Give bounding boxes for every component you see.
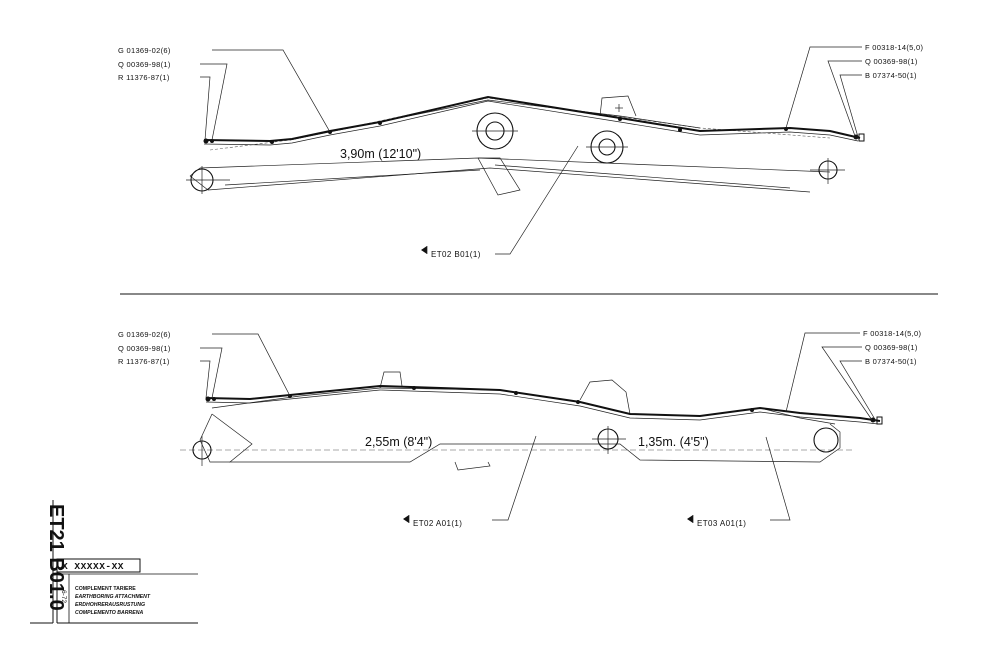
reference-arrow-icon — [687, 515, 693, 523]
top-callout-right-3: B 07374-50(1) — [865, 71, 917, 80]
bottom-callout-right-2: Q 00369-98(1) — [865, 343, 918, 352]
top-callout-right-1: F 00318-14(5,0) — [865, 43, 923, 52]
bottom-boom-outline — [180, 371, 855, 471]
sheet-number: ET21 B01.0 — [45, 504, 67, 611]
bottom-reference-1: ET02 A01(1) — [403, 515, 462, 528]
title-block-title-2: EARTHBORING ATTACHMENT — [75, 594, 151, 600]
top-callout-left-1: G 01369-02(6) — [118, 46, 171, 55]
reference-arrow-icon — [403, 515, 409, 523]
bottom-dimension-1: 2,55m (8'4") — [365, 435, 432, 449]
top-dimension-label: 3,90m (12'10") — [340, 147, 421, 161]
title-block-title-4: COMPLEMENTO BARRENA — [75, 610, 143, 616]
top-boom-outline — [186, 95, 845, 196]
top-reference-label: ET02 B01(1) — [431, 250, 481, 259]
bottom-callout-right-3: B 07374-50(1) — [865, 357, 917, 366]
bottom-callout-right-1: F 00318-14(5,0) — [863, 329, 921, 338]
bottom-boom-assembly — [180, 332, 883, 521]
reference-arrow-icon — [421, 246, 427, 254]
title-block-title-1: COMPLEMENT TARIERE — [75, 586, 136, 592]
bottom-callout-left-3: R 11376-87(1) — [118, 357, 170, 366]
top-boom-assembly — [186, 46, 865, 255]
bottom-callout-left-1: G 01369-02(6) — [118, 330, 171, 339]
top-hose-line — [203, 95, 861, 143]
title-block-title-3: ERDHOHRERAUSRUSTUNG — [75, 602, 145, 608]
top-callouts-right: F 00318-14(5,0) Q 00369-98(1) B 07374-50… — [865, 43, 923, 80]
top-hose-clamps — [203, 117, 865, 144]
bottom-reference-2-label: ET03 A01(1) — [697, 519, 746, 528]
bottom-dimension-2: 1,35m. (4'5") — [638, 435, 709, 449]
bottom-hose-clamps — [205, 386, 883, 425]
top-callouts-left: G 01369-02(6) Q 00369-98(1) R 11376-87(1… — [118, 46, 171, 82]
bottom-hose-line — [205, 384, 881, 422]
title-block-date: 6-72 — [60, 590, 67, 603]
bottom-callouts-left: G 01369-02(6) Q 00369-98(1) R 11376-87(1… — [118, 330, 171, 366]
title-block: X XXXXX-XX 6-72 COMPLEMENT TARIERE EARTH… — [56, 558, 198, 624]
title-block-code: X XXXXX-XX — [62, 561, 124, 572]
bottom-callout-left-2: Q 00369-98(1) — [118, 344, 171, 353]
top-callout-right-2: Q 00369-98(1) — [865, 57, 918, 66]
bottom-callouts-right: F 00318-14(5,0) Q 00369-98(1) B 07374-50… — [863, 329, 921, 366]
top-callout-left-2: Q 00369-98(1) — [118, 60, 171, 69]
bottom-reference-1-label: ET02 A01(1) — [413, 519, 462, 528]
bottom-reference-2: ET03 A01(1) — [687, 515, 746, 528]
top-reference: ET02 B01(1) — [421, 246, 481, 259]
top-callout-left-3: R 11376-87(1) — [118, 73, 170, 82]
